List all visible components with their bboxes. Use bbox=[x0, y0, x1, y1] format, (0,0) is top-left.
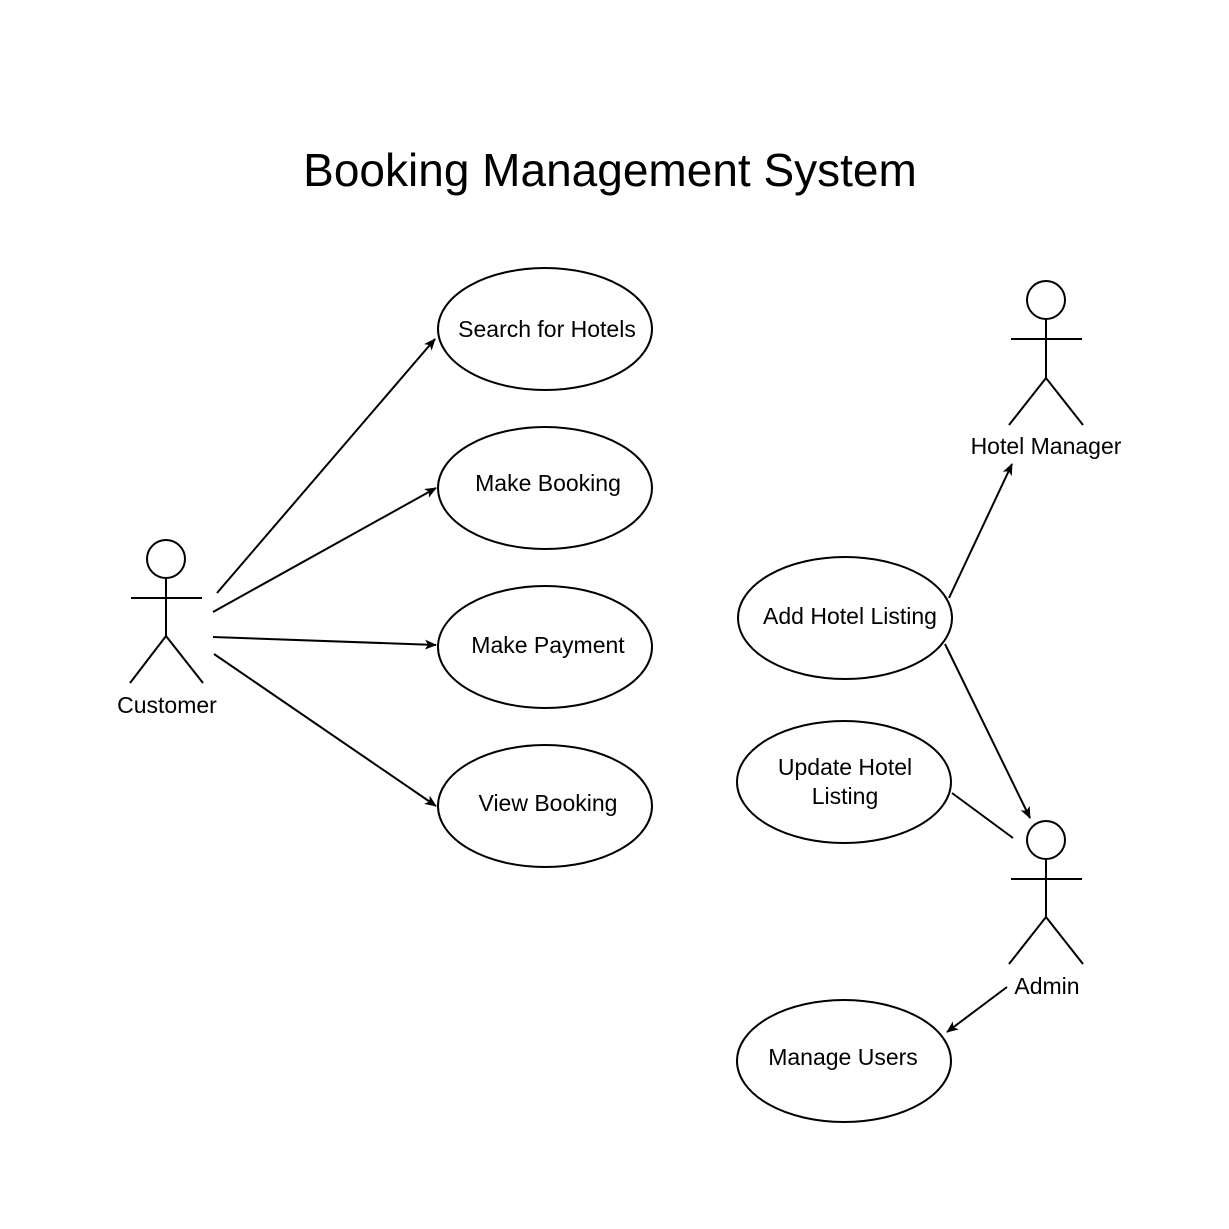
update-hotel-listing-label-line1: Update Hotel bbox=[778, 754, 912, 780]
update-admin-association bbox=[951, 792, 1014, 839]
use-case-add-hotel-listing: Add Hotel Listing bbox=[737, 556, 953, 680]
use-case-view-booking: View Booking bbox=[437, 744, 653, 868]
use-case-update-hotel-listing: Update Hotel Listing bbox=[736, 720, 952, 844]
make-payment-label: Make Payment bbox=[471, 632, 625, 658]
diagram-title: Booking Management System bbox=[303, 144, 917, 196]
admin-manage-users-association bbox=[946, 986, 1008, 1033]
customer-search-association bbox=[216, 338, 436, 594]
customer-label: Customer bbox=[117, 692, 217, 718]
customer-actor: Customer bbox=[117, 539, 217, 718]
manage-users-label: Manage Users bbox=[768, 1044, 918, 1070]
customer-booking-association bbox=[212, 487, 437, 613]
use-case-make-payment: Make Payment bbox=[437, 585, 653, 709]
admin-label: Admin bbox=[1014, 973, 1079, 999]
use-case-search-hotels: Search for Hotels bbox=[437, 267, 653, 391]
admin-actor: Admin bbox=[1008, 820, 1084, 999]
make-booking-label: Make Booking bbox=[475, 470, 621, 496]
customer-payment-association bbox=[212, 636, 437, 650]
customer-view-association bbox=[213, 653, 437, 807]
hotel-manager-label: Hotel Manager bbox=[971, 433, 1122, 459]
listing-admin-association bbox=[944, 643, 1031, 819]
use-case-manage-users: Manage Users bbox=[736, 999, 952, 1123]
hotel-manager-actor: Hotel Manager bbox=[971, 280, 1122, 459]
view-booking-label: View Booking bbox=[479, 790, 618, 816]
add-hotel-listing-label: Add Hotel Listing bbox=[763, 603, 937, 629]
update-hotel-listing-label-line2: Listing bbox=[812, 783, 878, 809]
listing-manager-association bbox=[948, 463, 1013, 599]
search-hotels-label: Search for Hotels bbox=[458, 316, 636, 342]
use-case-make-booking: Make Booking bbox=[437, 426, 653, 550]
